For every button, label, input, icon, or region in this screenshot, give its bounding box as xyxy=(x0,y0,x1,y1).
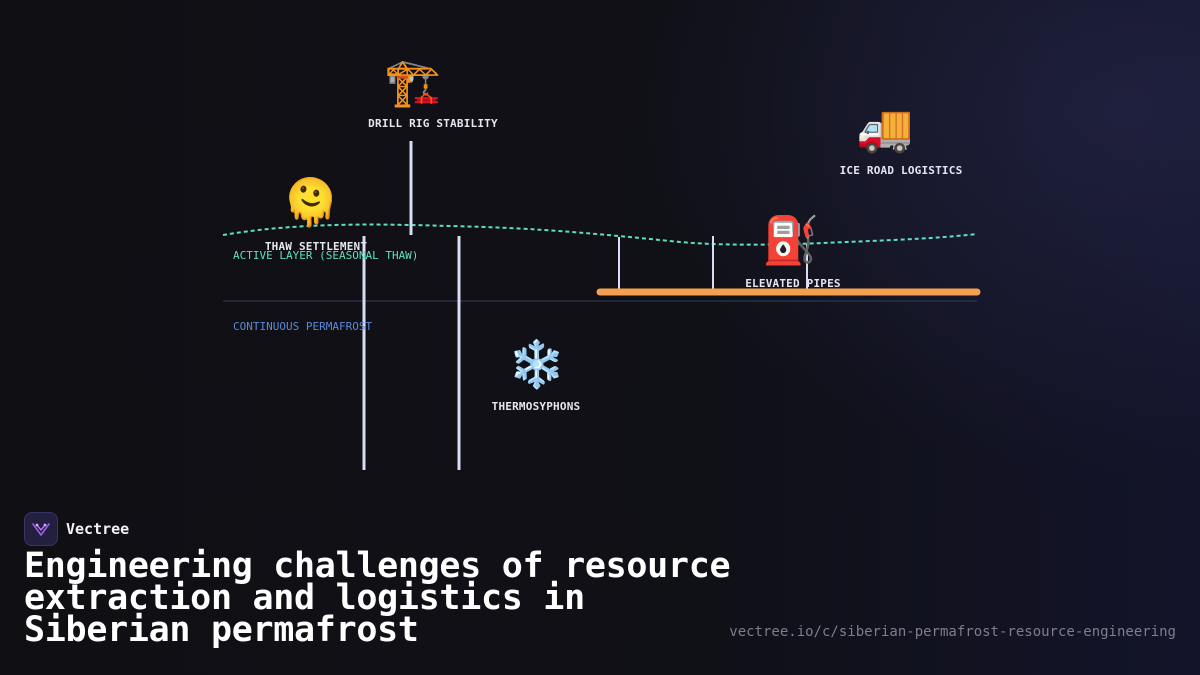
elevated-pipes-label: ELEVATED PIPES xyxy=(745,277,841,290)
brand-name: Vectree xyxy=(66,520,130,538)
active-layer-curve xyxy=(222,223,978,246)
delivery-truck-icon: 🚚 xyxy=(856,101,913,155)
brand: Vectree xyxy=(24,512,129,546)
ice-road-label: ICE ROAD LOGISTICS xyxy=(840,164,963,177)
thermosyphons-label: THERMOSYPHONS xyxy=(492,400,581,413)
permafrost-label: CONTINUOUS PERMAFROST xyxy=(233,320,372,333)
drill-rig-label: DRILL RIG STABILITY xyxy=(368,117,498,130)
active-layer-label: ACTIVE LAYER (SEASONAL THAW) xyxy=(233,249,418,262)
fuel-pump-icon: ⛽ xyxy=(762,213,819,267)
construction-crane-icon: 🏗️ xyxy=(384,55,441,109)
page-title: Engineering challenges of resource extra… xyxy=(24,546,731,650)
page-url: vectree.io/c/siberian-permafrost-resourc… xyxy=(729,624,1176,640)
thaw-settlement-label: THAW SETTLEMENT xyxy=(265,240,368,253)
snowflake-icon: ❄️ xyxy=(508,337,565,391)
melting-face-icon: 🫠 xyxy=(282,172,339,229)
vectree-logo-icon xyxy=(24,512,58,546)
